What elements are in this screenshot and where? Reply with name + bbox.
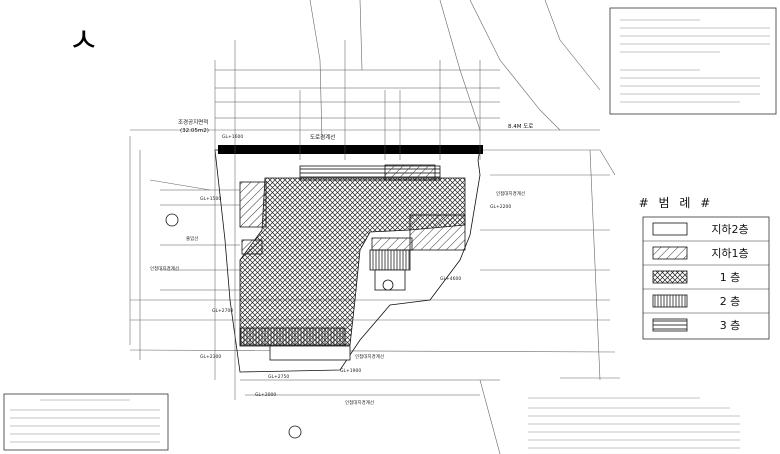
site-boundary — [214, 149, 481, 373]
legend-label-f3: 3 층 — [720, 319, 741, 332]
legend-label-f2: 2 층 — [720, 295, 741, 308]
gl-label-1: GL+1600 — [222, 134, 243, 140]
legend-item-f2: 2 층 — [652, 294, 741, 308]
legend-swatch-f2 — [652, 294, 688, 308]
legend-item-f3: 3 층 — [652, 318, 741, 332]
gl-label-8: GL+2000 — [255, 392, 276, 398]
legend-title: # 범 례 # — [639, 196, 714, 210]
legend-swatch-f1 — [652, 270, 688, 284]
green-area-value: (32.05m2) — [180, 128, 209, 134]
legend-label-b2: 지하2층 — [711, 222, 748, 236]
legend-item-b1: 지하1층 — [652, 246, 749, 260]
legend-label-f1: 1 층 — [720, 271, 741, 284]
road-width-label: 8.4M 도로 — [508, 123, 533, 130]
info-box-bottom-left — [3, 393, 169, 451]
legend-swatch-b1 — [652, 246, 688, 260]
adjacent-line-label-3: 인접대지경계선 — [355, 353, 384, 360]
adjacent-line-label-4: 인접대지경계선 — [345, 399, 374, 406]
north-arrow: ㅅ — [68, 21, 99, 61]
gl-label-6: GL+2300 — [200, 354, 221, 360]
north-mark: ㅅ — [68, 21, 99, 61]
adjacent-line-label-2: 인접대지경계선 — [150, 265, 179, 272]
section-markers — [165, 213, 394, 439]
legend-label-b1: 지하1층 — [711, 246, 748, 260]
plan-labels: 조경공지면적 (32.05m2) 도로경계선 8.4M 도로 인접대지경계선 인… — [150, 118, 533, 406]
parking-entry-label: 출입선 — [186, 235, 198, 242]
legend-item-f1: 1 층 — [652, 270, 741, 284]
gl-label-5: GL+2700 — [212, 308, 233, 314]
building-footprints — [239, 164, 466, 361]
legend-item-b2: 지하2층 — [652, 222, 749, 236]
notes-bottom-right — [528, 397, 740, 449]
legend-swatch-b2 — [652, 222, 688, 236]
legend: # 범 례 # 지하2층 지하1층 1 층 2 층 3 층 — [639, 196, 770, 340]
adjacent-line-label-1: 인접대지경계선 — [496, 190, 525, 197]
green-area-label: 조경공지면적 — [178, 118, 208, 126]
road-setback-label: 도로경계선 — [310, 133, 335, 141]
context-lines — [129, 0, 620, 454]
info-box-top — [609, 7, 777, 115]
gl-label-7: GL+2750 — [268, 374, 289, 380]
gl-label-2: GL+2200 — [490, 204, 511, 210]
gl-label-3: GL+4600 — [440, 276, 461, 282]
road-bar — [218, 145, 483, 154]
dimension-lines — [129, 40, 500, 400]
gl-label-4: GL+1500 — [200, 196, 221, 202]
legend-swatch-f3 — [652, 318, 688, 332]
gl-label-9: GL+1900 — [340, 368, 361, 374]
